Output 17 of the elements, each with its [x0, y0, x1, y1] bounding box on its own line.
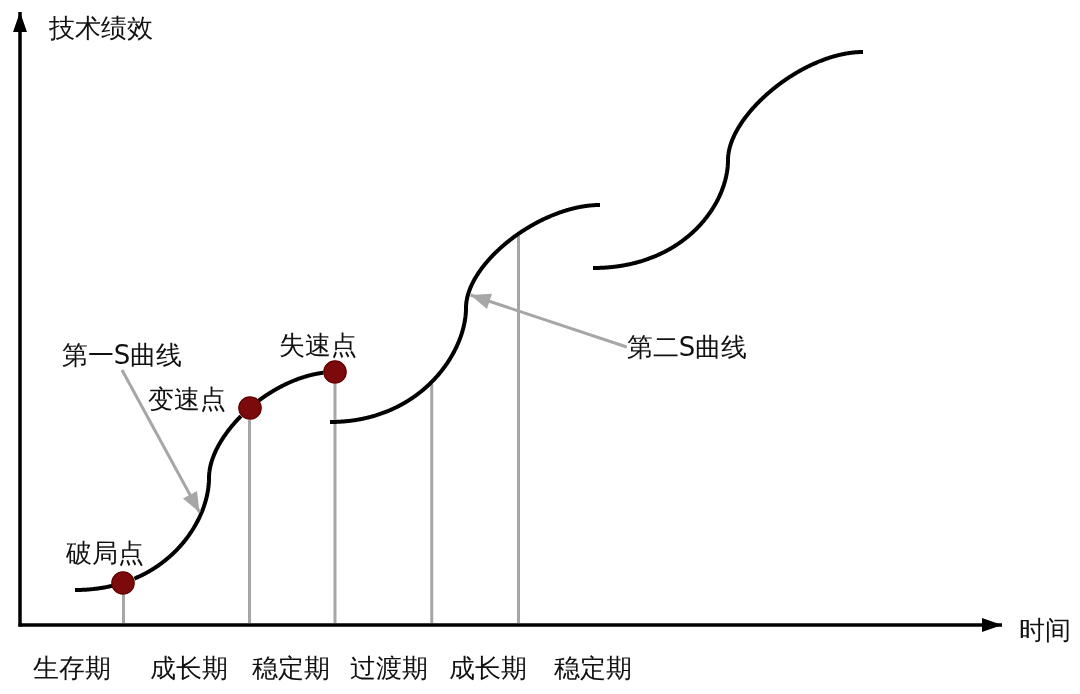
leader-arrow	[120, 369, 201, 513]
axis-label: 技术绩效	[49, 13, 153, 43]
phase-label: 稳定期	[554, 653, 632, 683]
leader-arrow	[470, 293, 628, 349]
point-label: 变速点	[147, 384, 226, 415]
curve-label: 第一S曲线	[61, 340, 183, 370]
s-curve	[328, 203, 602, 424]
point-label: 破局点	[66, 537, 145, 568]
phase-label: 成长期	[449, 653, 527, 683]
point-label: 失速点	[279, 330, 357, 360]
phase-label: 成长期	[150, 653, 228, 683]
curve-label: 第二S曲线	[626, 332, 748, 362]
phase-label: 生存期	[33, 653, 111, 683]
phase-label: 稳定期	[252, 653, 330, 683]
phase-label: 过渡期	[350, 653, 428, 683]
s-curve	[591, 50, 865, 270]
axis-label: 时间	[1019, 615, 1071, 645]
